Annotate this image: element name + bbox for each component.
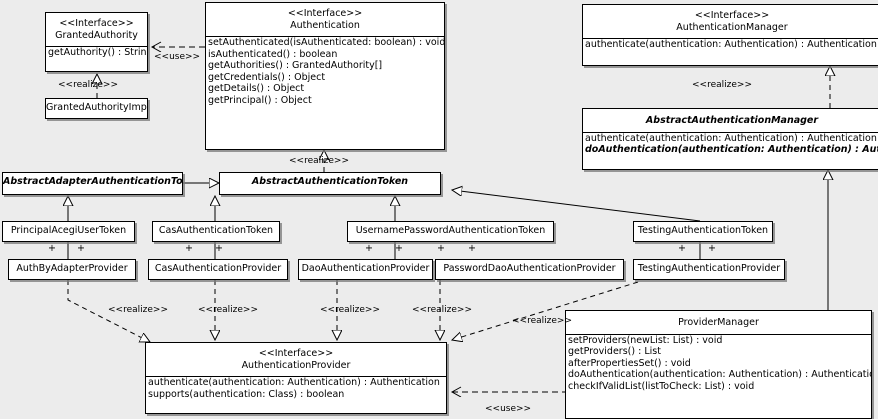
class-name: GrantedAuthority bbox=[55, 29, 138, 41]
operations-compartment: authenticate(authentication: Authenticat… bbox=[146, 376, 446, 400]
edge-label-realize-granted-authority-impl: <<realize>> bbox=[58, 80, 118, 90]
multiplicity-marker: + bbox=[395, 243, 403, 254]
operation: authenticate(authentication: Authenticat… bbox=[585, 39, 877, 50]
edge-label-use-granted-authority: <<use>> bbox=[154, 52, 201, 62]
stereotype-label: <<Interface>> bbox=[287, 8, 363, 19]
operation: setProviders(newList: List) : void bbox=[568, 334, 723, 346]
class-header: <<Interface>> GrantedAuthority bbox=[46, 13, 147, 46]
multiplicity-marker: + bbox=[215, 243, 223, 254]
class-name: TestingAuthenticationProvider bbox=[637, 263, 781, 274]
class-name: DaoAuthenticationProvider bbox=[301, 263, 430, 274]
operation: supports(authentication: Class) : boolea… bbox=[148, 388, 345, 400]
edge-label-realize-authentication-manager: <<realize>> bbox=[692, 80, 752, 90]
multiplicity-marker: + bbox=[77, 243, 85, 254]
class-abstract-authentication-manager[interactable]: AbstractAuthenticationManager authentica… bbox=[582, 108, 878, 170]
operations-compartment: setAuthenticated(isAuthenticated: boolea… bbox=[206, 36, 444, 106]
operations-compartment: getAuthority() : String bbox=[46, 46, 147, 59]
class-authentication-provider[interactable]: <<Interface>> AuthenticationProvider aut… bbox=[145, 342, 447, 414]
edge-label-realize-authentication: <<realize>> bbox=[289, 156, 349, 166]
edge-label-realize-testing-provider: <<realize>> bbox=[512, 316, 572, 326]
class-cas-authentication-token[interactable]: CasAuthenticationToken bbox=[152, 221, 280, 242]
multiplicity-marker: + bbox=[365, 243, 373, 254]
operations-compartment: setProviders(newList: List) : void getPr… bbox=[566, 333, 872, 393]
class-header: AbstractAuthenticationManager bbox=[583, 109, 878, 132]
operation: authenticate(authentication: Authenticat… bbox=[585, 132, 877, 144]
stereotype-label: <<Interface>> bbox=[258, 348, 334, 359]
class-header: ProviderManager bbox=[566, 311, 871, 334]
multiplicity-marker: + bbox=[48, 243, 56, 254]
class-name: AuthenticationManager bbox=[676, 21, 788, 33]
stereotype-label: <<Interface>> bbox=[694, 10, 770, 21]
class-name: CasAuthenticationProvider bbox=[154, 263, 282, 274]
class-name: AbstractAdapterAuthenticationToken bbox=[3, 176, 183, 187]
edge-label-realize-auth-by-adapter-provider: <<realize>> bbox=[108, 305, 168, 315]
operation: checkIfValidList(listToCheck: List) : vo… bbox=[568, 380, 755, 392]
class-authentication[interactable]: <<Interface>> Authentication setAuthenti… bbox=[205, 2, 445, 150]
class-header: <<Interface>> Authentication bbox=[206, 3, 444, 36]
class-name: AbstractAuthenticationToken bbox=[251, 176, 409, 187]
operation: doAuthentication(authentication: Authent… bbox=[568, 369, 872, 380]
class-authentication-manager[interactable]: <<Interface>> AuthenticationManager auth… bbox=[582, 4, 878, 66]
class-name: AuthByAdapterProvider bbox=[16, 263, 128, 274]
operation: afterPropertiesSet() : void bbox=[568, 357, 691, 369]
class-testing-authentication-provider[interactable]: TestingAuthenticationProvider bbox=[633, 259, 785, 280]
operation: setAuthenticated(isAuthenticated: boolea… bbox=[208, 37, 445, 48]
multiplicity-marker: + bbox=[437, 243, 445, 254]
operation: getProviders() : List bbox=[568, 346, 661, 357]
edge-label-use-provider-manager: <<use>> bbox=[485, 404, 532, 414]
operations-compartment: authenticate(authentication: Authenticat… bbox=[583, 38, 878, 51]
class-name: Authentication bbox=[290, 19, 360, 31]
class-name: TestingAuthenticationToken bbox=[637, 225, 769, 236]
class-principal-acegi-user-token[interactable]: PrincipalAcegiUserToken bbox=[2, 221, 135, 242]
class-name: GrantedAuthorityImpl bbox=[46, 102, 148, 113]
operation: getDetails() : Object bbox=[208, 83, 305, 94]
class-testing-authentication-token[interactable]: TestingAuthenticationToken bbox=[633, 221, 773, 242]
class-granted-authority-impl[interactable]: GrantedAuthorityImpl bbox=[45, 98, 148, 119]
operation: getAuthorities() : GrantedAuthority[] bbox=[208, 60, 383, 71]
operations-compartment: authenticate(authentication: Authenticat… bbox=[583, 131, 878, 156]
class-cas-authentication-provider[interactable]: CasAuthenticationProvider bbox=[148, 259, 288, 280]
multiplicity-marker: + bbox=[678, 243, 686, 254]
class-name: UsernamePasswordAuthenticationToken bbox=[355, 225, 546, 236]
multiplicity-marker: + bbox=[185, 243, 193, 254]
edge-label-realize-dao-provider: <<realize>> bbox=[320, 305, 380, 315]
class-name: ProviderManager bbox=[678, 317, 759, 328]
class-header: <<Interface>> AuthenticationProvider bbox=[146, 343, 446, 376]
operation: getAuthority() : String bbox=[48, 47, 148, 58]
class-provider-manager[interactable]: ProviderManager setProviders(newList: Li… bbox=[565, 310, 872, 419]
class-auth-by-adapter-provider[interactable]: AuthByAdapterProvider bbox=[8, 259, 136, 280]
operation: doAuthentication(authentication: Authent… bbox=[585, 144, 878, 155]
edge-label-realize-cas-provider: <<realize>> bbox=[198, 305, 258, 315]
operation: isAuthenticated() : boolean bbox=[208, 48, 338, 60]
class-name: PasswordDaoAuthenticationProvider bbox=[443, 263, 616, 274]
edge-label-realize-password-dao-provider: <<realize>> bbox=[412, 305, 472, 315]
class-username-password-authentication-token[interactable]: UsernamePasswordAuthenticationToken bbox=[347, 221, 554, 242]
class-abstract-adapter-authentication-token[interactable]: AbstractAdapterAuthenticationToken bbox=[2, 172, 183, 195]
operation: getPrincipal() : Object bbox=[208, 94, 312, 106]
stereotype-label: <<Interface>> bbox=[59, 18, 134, 29]
operation: authenticate(authentication: Authenticat… bbox=[148, 377, 440, 388]
operation: getCredentials() : Object bbox=[208, 71, 326, 83]
class-name: AbstractAuthenticationManager bbox=[645, 115, 819, 126]
class-password-dao-authentication-provider[interactable]: PasswordDaoAuthenticationProvider bbox=[435, 259, 624, 280]
class-abstract-authentication-token[interactable]: AbstractAuthenticationToken bbox=[219, 172, 441, 195]
class-header: <<Interface>> AuthenticationManager bbox=[583, 5, 878, 38]
class-dao-authentication-provider[interactable]: DaoAuthenticationProvider bbox=[298, 259, 433, 280]
class-name: CasAuthenticationToken bbox=[158, 225, 274, 236]
class-granted-authority[interactable]: <<Interface>> GrantedAuthority getAuthor… bbox=[45, 12, 148, 72]
class-name: AuthenticationProvider bbox=[241, 359, 351, 371]
multiplicity-marker: + bbox=[708, 243, 716, 254]
class-name: PrincipalAcegiUserToken bbox=[10, 225, 127, 236]
multiplicity-marker: + bbox=[468, 243, 476, 254]
